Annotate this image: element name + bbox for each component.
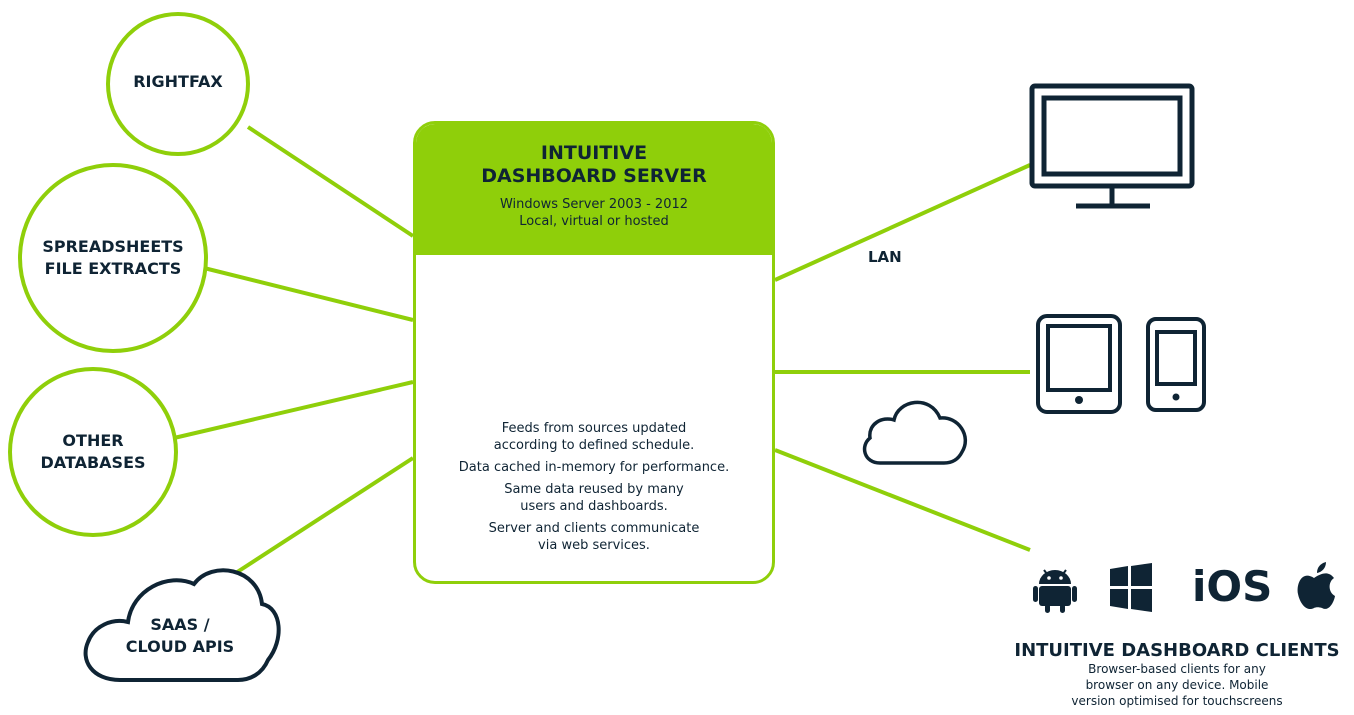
server-note: Data cached in-memory for performance. [458, 460, 730, 475]
databases-circle [8, 367, 178, 537]
tablet-icon [1036, 314, 1122, 414]
connector-rightfax [246, 125, 415, 238]
server-subtitle: Windows Server 2003 - 2012 Local, virtua… [499, 197, 689, 229]
android-eye-right [1059, 576, 1063, 580]
rightfax-label: RIGHTFAX [133, 72, 223, 91]
phone-icon [1146, 317, 1206, 412]
rightfax-circle [106, 12, 250, 156]
clients-title: INTUITIVE DASHBOARD CLIENTS [1014, 640, 1340, 661]
windows-icon [1110, 563, 1152, 612]
connector-cloud [226, 456, 415, 580]
saas-cloud-icon [83, 568, 281, 682]
databases-label: OTHER DATABASES [40, 431, 146, 472]
ios-label: iOS [1192, 562, 1273, 611]
spreadsheets-circle [18, 163, 208, 353]
saas-label: SAAS / CLOUD APIS [125, 615, 235, 656]
dashboard-server-box: INTUITIVE DASHBOARD SERVER Windows Serve… [413, 121, 775, 584]
android-eye-left [1047, 576, 1051, 580]
spreadsheets-label: SPREADSHEETS FILE EXTRACTS [42, 237, 184, 278]
connector-spreadsheets [203, 266, 414, 322]
tablet-home-button [1075, 396, 1083, 404]
connector-clients [774, 448, 1031, 552]
server-title: INTUITIVE DASHBOARD SERVER [481, 142, 707, 187]
connector-databases [173, 380, 414, 440]
connector-lan [774, 163, 1031, 282]
server-header: INTUITIVE DASHBOARD SERVER Windows Serve… [416, 124, 772, 255]
lan-label: LAN [868, 248, 902, 266]
apple-icon [1297, 562, 1335, 610]
cloud-icon [862, 400, 968, 465]
phone-home-button [1172, 393, 1180, 401]
android-icon [1033, 569, 1077, 613]
clients-description: Browser-based clients for any browser on… [1071, 662, 1283, 708]
monitor-icon [1029, 83, 1195, 209]
